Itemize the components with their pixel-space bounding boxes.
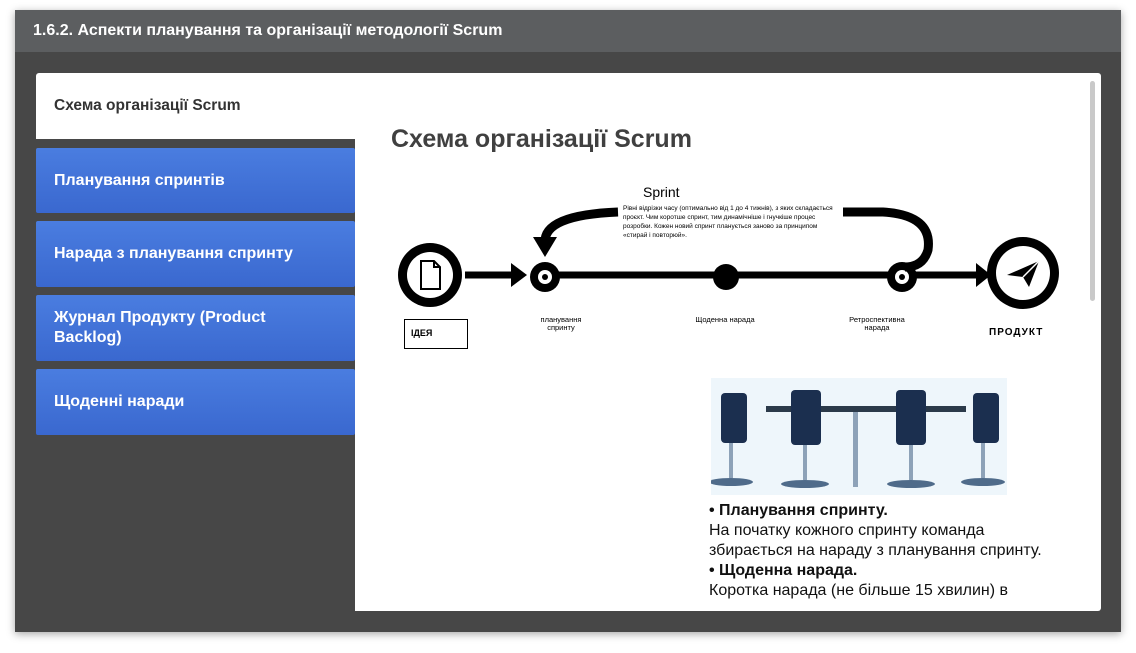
tabbed-panel: Схема організації Scrum Планування сприн… (36, 73, 1101, 611)
tab-label: Планування спринтів (54, 171, 225, 189)
stage-retro: Ретроспективна нарада (849, 315, 905, 332)
tab-product-backlog[interactable]: Журнал Продукту (Product Backlog) (36, 295, 355, 361)
stage-daily: Щоденна нарада (695, 315, 755, 324)
idea-label: ІДЕЯ (404, 319, 468, 349)
window-title: 1.6.2. Аспекти планування та організації… (15, 10, 1121, 52)
item-body: На початку кожного спринту команда збира… (709, 522, 1042, 559)
content-title: Схема організації Scrum (391, 125, 692, 153)
item-title: • Планування спринту. (709, 502, 888, 519)
document-icon (420, 260, 441, 290)
arrow-head-icon (511, 263, 527, 287)
content-scrollbar[interactable] (1090, 81, 1095, 301)
lesson-window: 1.6.2. Аспекти планування та організації… (15, 10, 1121, 632)
tab-daily-meetings[interactable]: Щоденні наради (36, 369, 355, 435)
product-label: ПРОДУКТ (989, 327, 1044, 338)
item-body: Коротка нарада (не більше 15 хвилин) в (709, 582, 1009, 599)
tab-sprint-planning[interactable]: Планування спринтів (36, 148, 355, 213)
tab-list: Схема організації Scrum Планування сприн… (36, 73, 357, 611)
stage-planning: планування спринту (540, 315, 582, 332)
sprint-events-text: • Планування спринту. На початку кожного… (709, 501, 1069, 601)
sprint-description: Рівні відрізки часу (оптимально від 1 до… (623, 205, 833, 239)
item-title: • Щоденна нарада. (709, 562, 858, 579)
tab-sprint-planning-meeting[interactable]: Нарада з планування спринту (36, 221, 355, 287)
tab-label: Нарада з планування спринту (54, 245, 293, 262)
loop-arrow-icon (533, 237, 557, 257)
sprint-label: Sprint (643, 184, 680, 200)
tab-content: Схема організації Scrum (355, 73, 1101, 611)
tab-label: Схема організації Scrum (54, 97, 241, 114)
paper-plane-icon (1007, 261, 1039, 287)
daily-node (713, 264, 739, 290)
tab-scrum-scheme[interactable]: Схема організації Scrum (36, 73, 357, 139)
scrum-diagram (398, 207, 1059, 309)
meeting-chairs-image (711, 378, 1007, 495)
tab-label: Журнал Продукту (Product Backlog) (54, 309, 266, 346)
tab-label: Щоденні наради (54, 393, 185, 410)
